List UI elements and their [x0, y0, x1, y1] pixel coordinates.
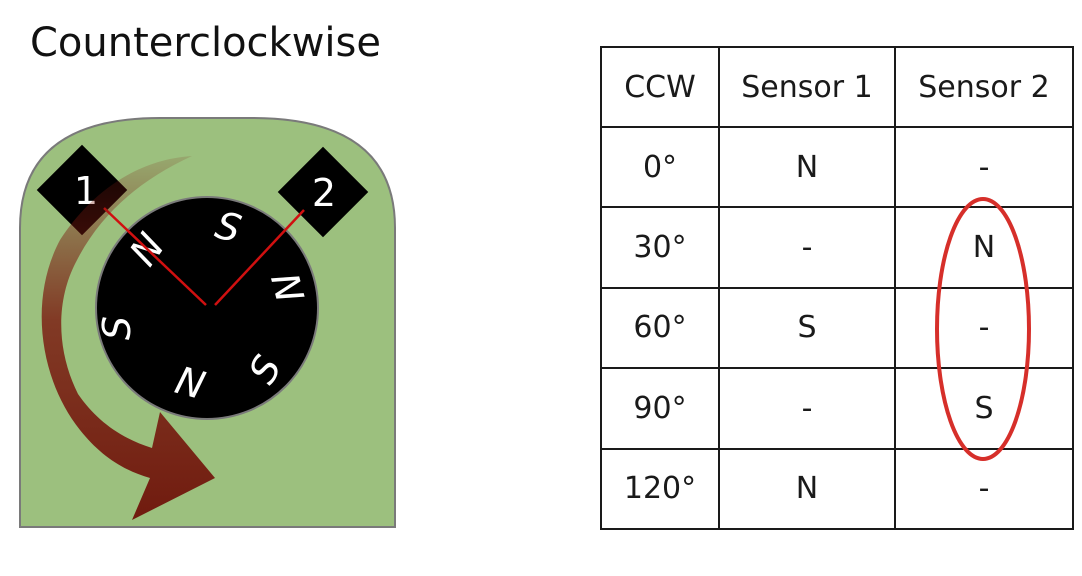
- angle-cell: 0°: [600, 125, 720, 209]
- sensor-table: CCW Sensor 1 Sensor 2 0° N - 30° - N 60°…: [600, 46, 1074, 531]
- sensor-1-line: [103, 207, 207, 306]
- table-header-row: CCW Sensor 1 Sensor 2: [600, 46, 1074, 128]
- sensor-2-cell: S: [894, 367, 1074, 450]
- table-row: 30° - N: [600, 206, 1074, 289]
- page-title: Counterclockwise: [30, 20, 381, 66]
- pole-label-s-left: S: [95, 316, 139, 340]
- header-sensor-2: Sensor 2: [894, 46, 1074, 128]
- sensor-2-cell: N: [894, 206, 1074, 289]
- table-row: 90° - S: [600, 367, 1074, 450]
- sensor-table-container: CCW Sensor 1 Sensor 2 0° N - 30° - N 60°…: [600, 46, 1074, 531]
- sensor-2-cell: -: [894, 447, 1074, 531]
- angle-cell: 30°: [600, 206, 720, 289]
- table-row: 0° N -: [600, 125, 1074, 209]
- table-row: 60° S -: [600, 286, 1074, 370]
- sensor-2-cell: -: [894, 125, 1074, 209]
- angle-cell: 120°: [600, 447, 720, 531]
- table-row: 120° N -: [600, 447, 1074, 531]
- sensor-1-cell: -: [718, 206, 896, 289]
- sensor-1-cell: N: [718, 125, 896, 209]
- sensor-2-label: 2: [312, 171, 336, 215]
- angle-cell: 90°: [600, 367, 720, 450]
- sensor-2-cell: -: [894, 286, 1074, 370]
- motor-diagram: S N S N S N 1 2: [0, 0, 410, 576]
- motor-diagram-svg: S N S N S N 1 2: [19, 117, 396, 528]
- sensor-1-cell: N: [718, 447, 896, 531]
- sensor-2-line: [214, 209, 305, 306]
- sensor-1-cell: -: [718, 367, 896, 450]
- rotation-arrow: [41, 156, 216, 520]
- header-sensor-1: Sensor 1: [718, 46, 896, 128]
- header-ccw: CCW: [600, 46, 720, 128]
- angle-cell: 60°: [600, 286, 720, 370]
- sensor-1-cell: S: [718, 286, 896, 370]
